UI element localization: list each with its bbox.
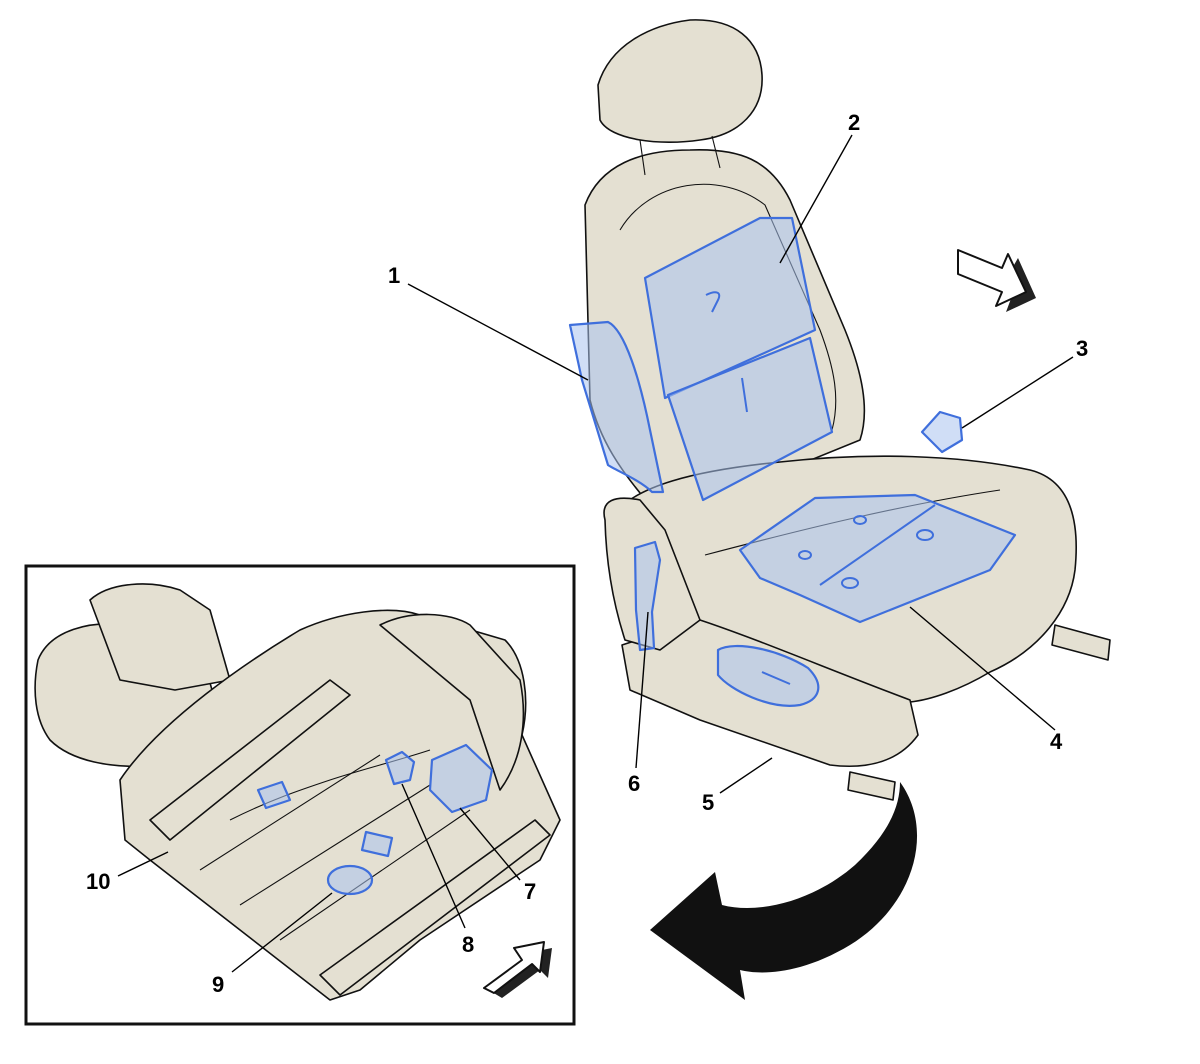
inset-harness-clip-2 [360,830,394,858]
callout-1: 1 [388,263,400,288]
cushion-mat-hole-3 [916,529,934,541]
leader-6 [635,611,649,769]
cushion-mat-seam [819,504,936,586]
leader-2 [779,134,853,264]
main-callouts: 1 2 3 4 5 6 [388,110,1088,815]
inset-direction-arrow-body [483,941,545,994]
callout-5: 5 [702,790,714,815]
leader-8 [401,783,466,929]
headrest-post-left [639,139,646,176]
main-leader-lines [407,134,1074,794]
inset-round-actuator [326,864,374,896]
leader-10 [117,851,169,877]
callout-2: 2 [848,110,860,135]
inset-frame-rail-left [149,679,351,841]
main-seat-view [568,19,1111,801]
seatback-lower-mat-slot [741,377,748,413]
leader-1 [407,283,589,381]
curved-rotate-arrow-icon [650,782,918,1000]
seat-back-inner-edge [619,183,837,431]
inset-seatback-top [89,583,231,691]
front-direction-arrow-icon [957,249,1036,312]
cushion-mat-hole-4 [841,577,859,589]
headrest-post-right [711,135,721,169]
inset-seat-bolster [379,613,525,791]
inset-small-sensor [384,750,416,786]
callout-6: 6 [628,771,640,796]
cushion-occupancy-mat [738,493,1017,624]
callout-4: 4 [1050,729,1063,754]
cushion-mat-hole-2 [853,515,867,525]
leader-3 [961,356,1074,429]
seatback-lower-mat [666,336,834,502]
inset-frame [24,564,576,1026]
seatback-upper-mat-slot [705,291,721,313]
seatback-upper-mat [643,216,817,400]
curved-rotate-arrow-shape [650,782,918,1000]
callout-3: 3 [1076,336,1088,361]
seat-rail-rear [1051,624,1111,661]
inset-frame-rail-right [319,819,551,996]
seat-rail-front [847,771,896,801]
callout-10: 10 [86,869,110,894]
side-airbag-module [568,320,665,494]
inset-control-module [428,743,494,814]
leader-4 [909,606,1056,731]
leader-7 [459,807,521,881]
inset-harness-clip-1 [256,780,292,810]
headrest [597,19,763,143]
cushion-mat-hole-1 [798,550,812,560]
seat-adjust-switch [716,644,820,707]
leader-9 [231,892,333,973]
inset-front-direction-arrow-icon [483,941,552,998]
seat-adjust-lever [633,540,662,652]
seat-buckle-module [920,410,964,454]
callout-9: 9 [212,972,224,997]
front-direction-arrow-body [957,249,1027,307]
callout-8: 8 [462,932,474,957]
inset-view: 7 8 9 10 [24,564,576,1026]
seat-adjust-switch-knob [761,671,791,685]
leader-5 [719,757,773,794]
callout-7: 7 [524,879,536,904]
